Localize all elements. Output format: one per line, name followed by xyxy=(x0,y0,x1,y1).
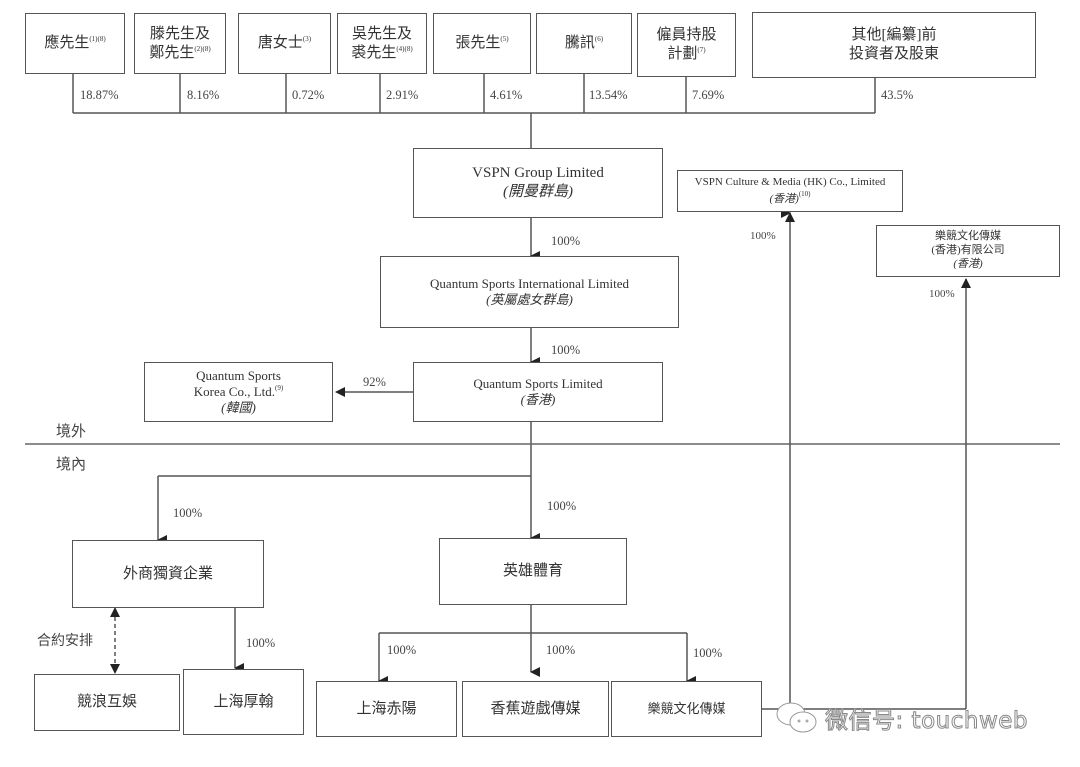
entity-name: 外商獨資企業 xyxy=(122,565,213,582)
footnote-ref: (1)(8) xyxy=(89,35,106,44)
shareholder-name: 裘先生 xyxy=(351,44,397,61)
footnote-ref: (4)(8) xyxy=(396,44,413,53)
entity-name: 上海赤陽 xyxy=(356,700,417,717)
arrowhead-vspn-culture xyxy=(785,212,795,222)
arrowhead-lejing-hk xyxy=(961,278,971,288)
shareholder-box: 應先生(1)(8) xyxy=(25,13,125,74)
footnote-ref: (10) xyxy=(798,189,811,198)
footnote-ref: (6) xyxy=(594,35,604,44)
shareholder-name: 騰訊 xyxy=(564,35,595,52)
shanghai-chiyang-box: 上海赤陽 xyxy=(316,681,457,737)
footnote-ref: (5) xyxy=(500,35,509,44)
shareholder-name: 僱員持股 xyxy=(656,27,717,44)
entity-name: (香港)有限公司 xyxy=(931,244,1005,257)
entity-name: Quantum Sports International Limited xyxy=(430,275,629,291)
ownership-pct: 100% xyxy=(387,643,417,657)
region-onshore-label: 境內 xyxy=(56,457,87,473)
shareholder-name: 張先生 xyxy=(455,35,501,52)
entity-name: 競浪互娛 xyxy=(76,694,137,711)
shareholder-name: 唐女士 xyxy=(257,35,303,52)
ownership-pct: 7.69% xyxy=(692,88,725,102)
arrowhead-down xyxy=(110,664,120,674)
entity-name: 英雄體育 xyxy=(502,563,563,580)
shareholder-name: 計劃 xyxy=(667,46,698,62)
shareholder-name: 吳先生及 xyxy=(351,25,412,42)
entity-name: 上海厚翰 xyxy=(213,693,274,710)
arrowhead-korea xyxy=(335,387,345,397)
ownership-pct: 8.16% xyxy=(187,88,220,102)
ownership-pct: 18.87% xyxy=(80,88,119,102)
wechat-icon xyxy=(776,702,817,733)
wfoe-box: 外商獨資企業 xyxy=(72,540,264,608)
shareholder-box: 僱員持股 計劃(7) xyxy=(637,13,736,77)
ownership-pct: 2.91% xyxy=(386,88,419,102)
shareholder-name: 投資者及股東 xyxy=(848,46,939,62)
ownership-pct: 100% xyxy=(750,230,776,242)
ownership-pct: 100% xyxy=(551,343,581,357)
entity-name: Quantum Sports Limited xyxy=(473,375,603,391)
ownership-pct: 13.54% xyxy=(589,88,628,102)
entity-name: VSPN Group Limited xyxy=(472,165,604,182)
xiangjiao-box: 香蕉遊戲傳媒 xyxy=(462,681,609,737)
ownership-pct: 100% xyxy=(173,506,203,520)
watermark: 微信号: touchweb xyxy=(775,700,1028,736)
shareholder-box: 唐女士(3) xyxy=(238,13,331,74)
yingxiong-box: 英雄體育 xyxy=(439,538,627,605)
entity-jurisdiction: (香港) xyxy=(953,257,983,270)
ownership-pct: 100% xyxy=(693,646,723,660)
ownership-pct: 100% xyxy=(246,636,276,650)
watermark-text: 微信号: touchweb xyxy=(824,708,1029,735)
shareholder-name: 其他[編纂]前 xyxy=(851,27,937,44)
ownership-pct: 100% xyxy=(551,234,581,248)
contract-arrangement-label: 合約安排 xyxy=(37,634,93,649)
ownership-pct: 100% xyxy=(929,288,955,300)
shareholder-name: 鄭先生 xyxy=(149,44,195,61)
footnote-ref: (7) xyxy=(697,46,706,54)
entity-name: Korea Co., Ltd. xyxy=(193,383,276,399)
shareholder-box: 騰訊(6) xyxy=(536,13,632,74)
shareholder-box: 吳先生及 裘先生(4)(8) xyxy=(337,13,427,74)
footnote-ref: (3) xyxy=(302,35,312,44)
vspn-group-box: VSPN Group Limited (開曼群島) xyxy=(413,148,663,218)
ownership-pct: 4.61% xyxy=(490,88,523,102)
ownership-pct: 92% xyxy=(363,375,386,389)
entity-name: 香蕉遊戲傳媒 xyxy=(490,700,581,717)
vspn-culture-box: VSPN Culture & Media (HK) Co., Limited (… xyxy=(677,170,903,212)
lejing-media-box: 樂競文化傳媒 xyxy=(611,681,762,737)
shareholder-box: 滕先生及 鄭先生(2)(8) xyxy=(134,13,226,74)
region-offshore-label: 境外 xyxy=(56,424,87,440)
ownership-pct: 0.72% xyxy=(292,88,325,102)
lejing-hk-box: 樂競文化傳媒 (香港)有限公司 (香港) xyxy=(876,225,1060,277)
entity-jurisdiction: (開曼群島) xyxy=(503,184,573,200)
entity-jurisdiction: (英屬處女群島) xyxy=(486,292,573,307)
ownership-pct: 100% xyxy=(547,499,577,513)
entity-name: 樂競文化傳媒 xyxy=(935,230,1001,243)
entity-jurisdiction: (香港) xyxy=(520,392,556,407)
shareholder-name: 應先生 xyxy=(44,35,90,52)
jinglang-box: 競浪互娛 xyxy=(34,674,180,731)
entity-name: Quantum Sports xyxy=(196,367,281,383)
qs-international-box: Quantum Sports International Limited (英屬… xyxy=(380,256,679,328)
shareholder-name: 滕先生及 xyxy=(149,25,210,42)
footnote-ref: (9) xyxy=(275,383,284,392)
entity-jurisdiction: (韓國) xyxy=(221,400,256,416)
entity-name: 樂競文化傳媒 xyxy=(647,700,726,716)
shanghai-houhan-box: 上海厚翰 xyxy=(183,669,304,735)
arrowhead-up xyxy=(110,607,120,617)
qs-korea-box: Quantum Sports Korea Co., Ltd.(9) (韓國) xyxy=(144,362,333,422)
ownership-pct: 43.5% xyxy=(881,88,914,102)
ownership-pct: 100% xyxy=(546,643,576,657)
footnote-ref: (2)(8) xyxy=(194,44,211,53)
shareholder-box: 其他[編纂]前 投資者及股東 xyxy=(752,12,1036,78)
qs-limited-box: Quantum Sports Limited (香港) xyxy=(413,362,663,422)
entity-name: VSPN Culture & Media (HK) Co., Limited xyxy=(694,175,886,188)
shareholder-box: 張先生(5) xyxy=(433,13,531,74)
entity-jurisdiction: (香港) xyxy=(769,192,799,205)
